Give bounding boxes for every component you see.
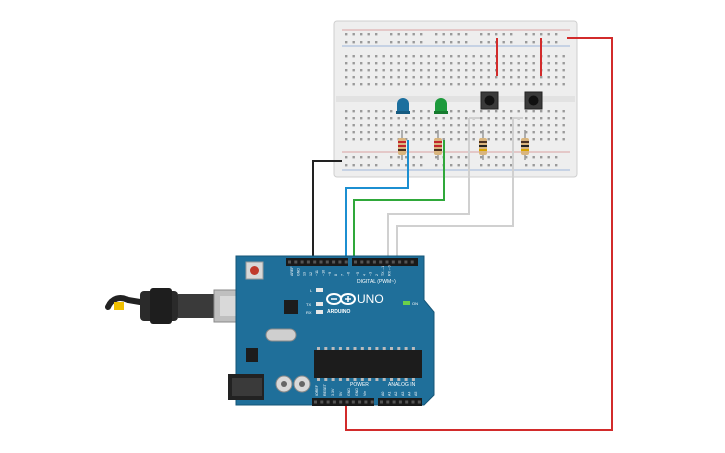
chip-legs <box>317 347 415 381</box>
header-top-right <box>352 258 418 266</box>
header-power <box>312 398 374 406</box>
resistor-3[interactable] <box>479 130 487 160</box>
label-rx: RX <box>306 310 312 315</box>
analog-pin-label: A1 <box>388 392 392 396</box>
analog-pin-label: A4 <box>407 392 411 396</box>
analog-label: ANALOG IN <box>388 382 416 388</box>
brand-label: ARDUINO <box>327 309 350 315</box>
digital-label: DIGITAL (PWM~) <box>357 279 396 285</box>
pin-label: AREF <box>290 266 294 276</box>
analog-pin-label: A2 <box>394 392 398 396</box>
pin-label: 4 <box>362 274 366 276</box>
voltage-regulator <box>246 348 258 362</box>
resistor-2[interactable] <box>434 130 442 160</box>
pin-label: 8 <box>334 274 338 276</box>
power-pin-label: RESET <box>323 383 327 396</box>
power-pin-label: Vin <box>363 391 367 396</box>
label-on: ON <box>412 301 418 306</box>
led-rx <box>316 310 323 314</box>
wire-blue[interactable] <box>345 140 409 262</box>
resistor-4[interactable] <box>521 130 529 160</box>
wire-white-1[interactable] <box>387 118 470 262</box>
pin-label: 2 <box>375 274 379 276</box>
pin-label: ~5 <box>356 272 360 276</box>
power-pin-label: GND <box>355 388 359 396</box>
analog-pin-label: A0 <box>381 392 385 396</box>
pin-label: TX→1 <box>381 266 385 276</box>
blue-led[interactable] <box>396 98 410 114</box>
model-label: UNO <box>357 292 384 306</box>
wire-white-2[interactable] <box>396 118 514 262</box>
arduino-logo-icon <box>326 293 356 305</box>
pin-label: ~11 <box>315 270 319 276</box>
crystal <box>265 328 297 342</box>
wire-green[interactable] <box>353 140 445 262</box>
analog-pin-label: A5 <box>414 392 418 396</box>
pin-label: ~6 <box>347 272 351 276</box>
pin-label: GND <box>296 268 300 276</box>
wire-5v-red[interactable] <box>345 37 613 431</box>
led-on <box>403 301 410 305</box>
power-pin-label: GND <box>347 388 351 396</box>
pin-label: 7 <box>340 274 344 276</box>
wire-gnd-black[interactable] <box>312 160 342 262</box>
usb-cable-end <box>114 302 124 310</box>
analog-pin-label: A3 <box>401 392 405 396</box>
resistor-1[interactable] <box>398 130 406 160</box>
atmega-chip <box>314 350 422 378</box>
power-pin-label: 5V <box>339 391 343 396</box>
header-top-left <box>286 258 348 266</box>
label-l: L <box>310 288 313 293</box>
power-pin-label: 3.3V <box>331 388 335 396</box>
pushbutton-1[interactable] <box>480 91 499 110</box>
breadboard-holes <box>345 33 565 167</box>
breadboard[interactable] <box>333 20 578 178</box>
pin-label: ~3 <box>369 272 373 276</box>
usb-chip <box>284 300 298 314</box>
pin-label: RX←0 <box>388 265 392 276</box>
header-pins <box>288 260 421 404</box>
led-l <box>316 288 323 292</box>
arduino-uno-board[interactable]: L TX RX ON ARDUINO UNO DIGITAL (PWM~) PO… <box>228 255 435 406</box>
pin-label: ~10 <box>322 270 326 276</box>
pin-label: ~9 <box>328 272 332 276</box>
green-led[interactable] <box>434 98 448 114</box>
power-label: POWER <box>350 382 369 388</box>
power-pin-label: IOREF <box>315 384 319 396</box>
pin-label: 13 <box>303 272 307 276</box>
led-tx <box>316 302 323 306</box>
pin-label: 12 <box>309 272 313 276</box>
label-tx: TX <box>306 302 311 307</box>
pushbutton-2[interactable] <box>524 91 543 110</box>
